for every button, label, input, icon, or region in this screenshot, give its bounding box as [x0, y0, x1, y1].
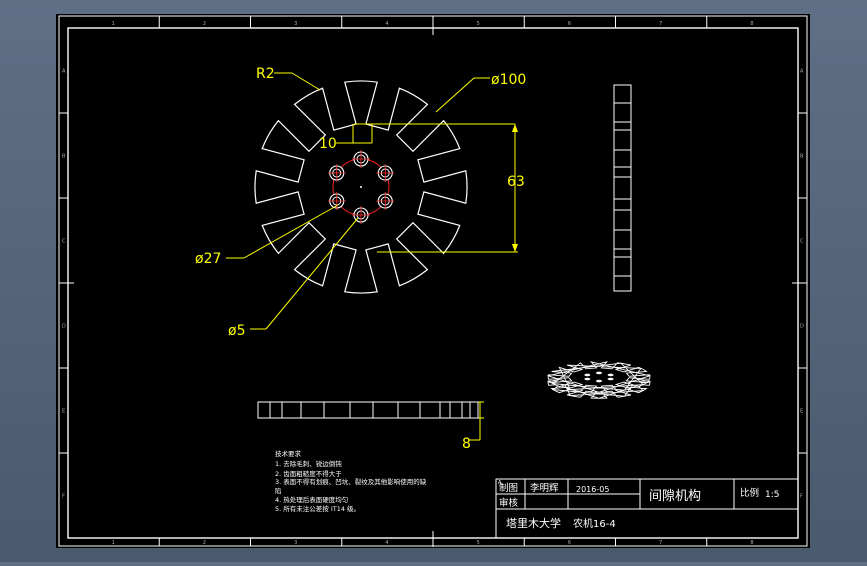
zone-label-bottom: 3	[294, 540, 297, 546]
tb-drawn-name: 李明辉	[530, 482, 559, 494]
tb-drawn-label: 制图	[499, 482, 518, 494]
zone-label-top: 3	[294, 21, 297, 27]
zone-label-right: E	[800, 409, 803, 415]
tech-note-5: 5. 所有未注公差按 IT14 级。	[275, 504, 360, 513]
zone-label-right: A	[800, 69, 804, 75]
zone-label-top: 6	[568, 21, 571, 27]
dim-d100: ø100	[491, 72, 526, 88]
gear-top-view	[257, 401, 479, 419]
gear-outline	[254, 80, 468, 294]
tech-note-2: 2. 齿面粗糙度不得大于	[275, 469, 342, 478]
center-dot	[360, 186, 362, 188]
zone-label-left: A	[62, 69, 66, 75]
iso-hole	[584, 373, 591, 377]
iso-hole	[607, 373, 614, 377]
dim-63: 63	[507, 174, 525, 190]
zone-label-top: 1	[112, 21, 115, 27]
zone-label-bottom: 4	[385, 540, 388, 546]
iso-hole	[584, 377, 591, 381]
dim-r2: R2	[256, 66, 275, 82]
zone-label-left: F	[62, 494, 65, 500]
zone-label-left: C	[62, 239, 66, 245]
tech-note-1: 1. 去除毛刺、锐边倒钝	[275, 459, 342, 468]
drawing-background	[56, 14, 810, 548]
zone-label-right: D	[800, 324, 804, 330]
tb-check-label: 审核	[499, 497, 519, 509]
dim-8: 8	[462, 436, 471, 452]
iso-hole	[596, 379, 602, 383]
zone-label-bottom: 8	[750, 540, 753, 546]
iso-hole	[596, 371, 602, 375]
tb-small-mark: A	[498, 480, 502, 486]
zone-label-top: 8	[750, 21, 753, 27]
zone-label-top: 2	[203, 21, 206, 27]
tb-university: 塔里木大学	[506, 516, 561, 530]
tb-date: 2016-05	[576, 485, 609, 494]
dim-d27: ø27	[195, 251, 221, 267]
tech-notes-title: 技术要求	[275, 449, 302, 458]
zone-label-right: B	[800, 154, 804, 160]
zone-label-bottom: 1	[112, 540, 115, 546]
zone-label-bottom: 2	[203, 540, 206, 546]
zone-label-top: 4	[385, 21, 388, 27]
zone-label-bottom: 5	[477, 540, 480, 546]
zone-label-bottom: 7	[659, 540, 662, 546]
zone-label-right: C	[800, 239, 804, 245]
zone-label-top: 5	[477, 21, 480, 27]
zone-label-left: B	[62, 154, 66, 160]
zone-label-left: E	[62, 409, 65, 415]
dim-d5: ø5	[228, 323, 245, 339]
tech-note-4: 4. 热处理后表面硬度均匀	[275, 495, 348, 504]
tb-scale-value: 1:5	[765, 490, 779, 500]
iso-hole	[607, 377, 614, 381]
title-block	[495, 478, 799, 539]
zone-label-top: 7	[659, 21, 662, 27]
technical-notes: 技术要求 1. 去除毛刺、锐边倒钝 2. 齿面粗糙度不得大于 3. 表面不得有划…	[275, 449, 427, 513]
center-markers	[60, 17, 806, 547]
dimension-lines	[226, 72, 518, 441]
tb-title: 间隙机构	[649, 489, 701, 504]
tech-note-3b: 陷	[275, 486, 282, 495]
gear-front-view	[254, 80, 468, 294]
gear-isometric-view	[546, 361, 652, 399]
zone-label-bottom: 6	[568, 540, 571, 546]
tb-scale-label: 比例	[740, 487, 759, 499]
zone-label-left: D	[62, 324, 66, 330]
gear-side-view	[613, 84, 632, 292]
zone-label-right: F	[800, 494, 803, 500]
tech-note-3: 3. 表面不得有划痕、凹坑、裂纹及其他影响使用的缺	[275, 477, 427, 486]
dimension-texts: R2 ø100 10 63 ø27 ø5 8	[195, 66, 526, 452]
tb-class: 农机16-4	[573, 517, 616, 530]
title-block-texts: A 制图 李明辉 2016-05 审核 间隙机构 比例 1:5 塔里木大学 农机…	[498, 480, 779, 530]
dim-10: 10	[319, 136, 337, 152]
bolt-holes	[327, 150, 395, 224]
